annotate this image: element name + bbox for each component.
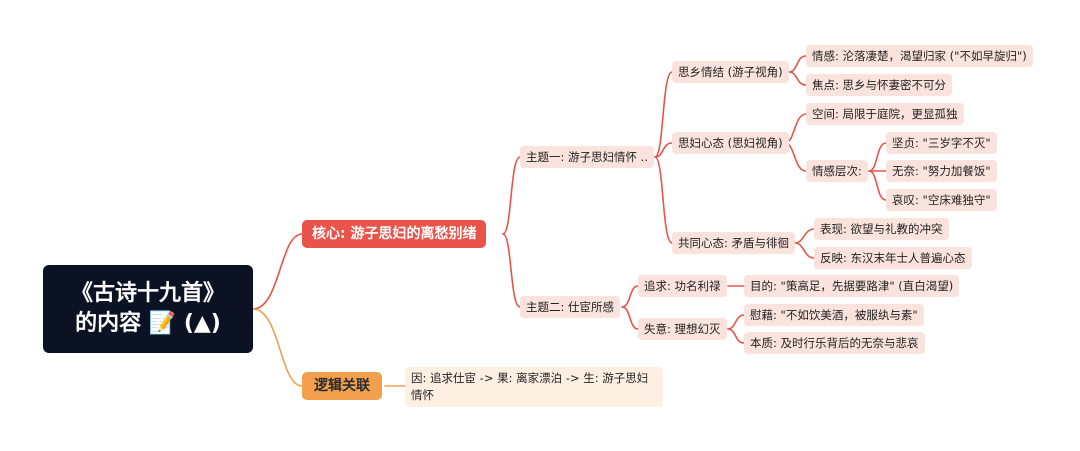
disillusion-solace[interactable]: 慰藉: "不如饮美酒，被服纨与素" <box>744 304 924 326</box>
theme2-node[interactable]: 主题二: 仕宦所感 <box>520 296 621 318</box>
connector-shared-manifest <box>794 228 815 244</box>
connector-disillusion-essence <box>727 328 745 344</box>
connector-theme1-homesick <box>654 71 673 158</box>
connector-shared-reflect <box>794 242 815 259</box>
connector-core-theme1 <box>502 156 521 235</box>
root-title-line1: 《古诗十九首》 <box>70 281 225 306</box>
connector-core-theme2 <box>502 233 521 308</box>
shared-node[interactable]: 共同心态: 矛盾与徘徊 <box>672 232 796 254</box>
connector-theme2-disillusion <box>621 306 639 330</box>
connector-homesick-emotion <box>788 55 807 73</box>
connector-levels-lament <box>868 170 887 201</box>
disillusion-essence[interactable]: 本质: 及时行乐背后的无奈与悲哀 <box>744 332 925 354</box>
connector-root-logic <box>252 308 303 387</box>
logic-chain[interactable]: 因: 追求仕宦 -> 果: 离家漂泊 -> 生: 游子思妇情怀 <box>405 367 663 407</box>
shared-manifest[interactable]: 表现: 欲望与礼教的冲突 <box>814 218 949 240</box>
connector-theme1-shared <box>654 156 673 244</box>
connector-disillusion-solace <box>727 314 745 330</box>
logic-node[interactable]: 逻辑关联 <box>302 372 382 400</box>
homesick-focus[interactable]: 焦点: 思乡与怀妻密不可分 <box>806 74 953 96</box>
connector-homesick-focus <box>788 71 807 86</box>
connector-root-core <box>252 233 303 310</box>
connector-levels-steadfast <box>868 142 887 172</box>
root-node[interactable]: 《古诗十九首》 的内容 📝 (▲) <box>43 265 253 353</box>
pursuit-goal[interactable]: 目的: "策高足，先据要路津" (直白渴望) <box>744 275 960 297</box>
levels-lament[interactable]: 哀叹: "空床难独守" <box>886 189 997 211</box>
levels-steadfast[interactable]: 坚贞: "三岁字不灭" <box>886 132 997 154</box>
theme1-node[interactable]: 主题一: 游子思妇情怀 .. <box>520 146 654 168</box>
longing-space[interactable]: 空间: 局限于庭院，更显孤独 <box>806 103 964 125</box>
levels-helpless[interactable]: 无奈: "努力加餐饭" <box>886 160 997 182</box>
longing-node[interactable]: 思妇心态 (思妇视角) <box>672 132 789 154</box>
homesick-node[interactable]: 思乡情结 (游子视角) <box>672 61 789 83</box>
root-title-line2: 的内容 📝 (▲) <box>75 311 221 336</box>
connector-theme2-pursuit <box>621 285 639 308</box>
homesick-emotion[interactable]: 情感: 沦落凄楚，渴望归家 ("不如早旋归") <box>806 45 1033 67</box>
shared-reflect[interactable]: 反映: 东汉末年士人普遍心态 <box>814 247 972 269</box>
core-node[interactable]: 核心: 游子思妇的离愁别绪 <box>302 220 487 248</box>
disillusion-node[interactable]: 失意: 理想幻灭 <box>638 318 727 340</box>
connector-theme1-longing <box>654 142 673 158</box>
longing-levels[interactable]: 情感层次: <box>806 160 868 182</box>
pursuit-node[interactable]: 追求: 功名利禄 <box>638 275 727 297</box>
